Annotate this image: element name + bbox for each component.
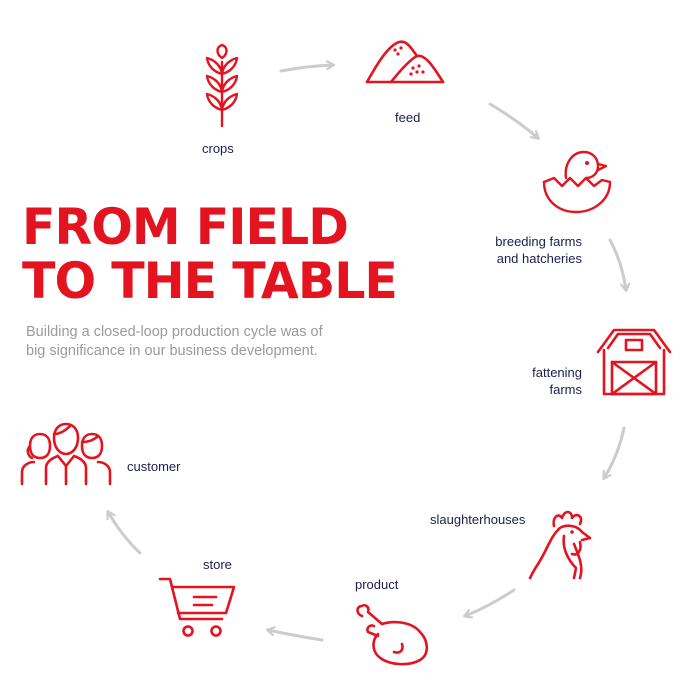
stage-label-breeding-line-1: breeding farms (495, 234, 582, 249)
hatching-chick-icon (540, 148, 614, 214)
feed-piles-icon (365, 38, 445, 86)
stage-label-breeding-line-2: and hatcheries (496, 251, 582, 266)
stage-label-crops: crops (202, 141, 234, 156)
barn-icon (596, 324, 672, 396)
main-title: FROM FIELD TO THE TABLE (22, 198, 398, 310)
stage-label-fattening-line-2: farms (549, 382, 583, 397)
wheat-icon (200, 44, 244, 130)
shopping-cart-icon (158, 575, 238, 639)
stage-label-product: product (355, 577, 399, 592)
arrow-fattening-slaughter (604, 426, 626, 478)
stage-label-feed: feed (395, 110, 421, 125)
arrow-slaughter-product (465, 588, 516, 616)
stage-label-customer: customer (127, 459, 181, 474)
rooster-icon (528, 508, 600, 580)
stage-label-breeding: breeding farms and hatcheries (482, 233, 582, 267)
roast-chicken-icon (354, 604, 436, 666)
arrow-feed-breeding (488, 102, 538, 138)
stage-label-fattening-line-1: fattening (532, 365, 582, 380)
arrow-store-customer (108, 512, 142, 555)
arrow-crops-feed (279, 65, 333, 73)
arrow-product-store (268, 630, 324, 642)
stage-label-store: store (203, 557, 232, 572)
stage-label-fattening: fattening farms (510, 364, 582, 398)
stage-label-slaughter: slaughterhouses (430, 512, 526, 527)
people-group-icon (20, 422, 112, 486)
subtitle: Building a closed-loop production cycle … (26, 324, 323, 359)
arrow-breeding-fattening (608, 238, 626, 290)
title-line-1: FROM FIELD (22, 198, 349, 256)
title-line-2: TO THE TABLE (22, 252, 398, 310)
